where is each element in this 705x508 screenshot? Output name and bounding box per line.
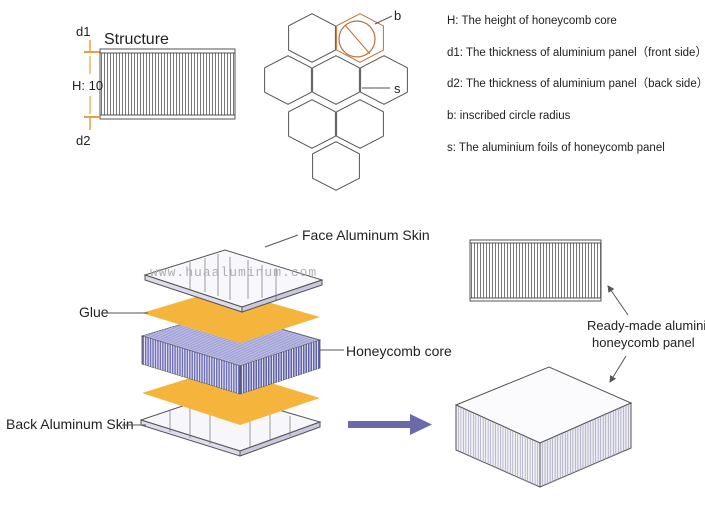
hexagon-cell bbox=[288, 99, 336, 149]
b-label: b bbox=[394, 8, 401, 23]
legend-d2: d2: The thickness of aluminium panel（bac… bbox=[447, 77, 705, 90]
core-top-hatch bbox=[176, 325, 275, 356]
inscribed-circle bbox=[338, 20, 376, 58]
core-top-hatch bbox=[152, 332, 251, 363]
core-top-hatch bbox=[155, 331, 254, 363]
section-back-panel bbox=[469, 297, 602, 302]
d1-label: d1 bbox=[76, 24, 90, 39]
core-front-stripes bbox=[143, 336, 239, 394]
structure-section: d1 Structure H: 10 d2 bbox=[72, 24, 236, 148]
core-top-hatch bbox=[157, 330, 257, 362]
face-skin-grain bbox=[189, 254, 277, 300]
process-arrow bbox=[348, 414, 432, 435]
core-top-hatch bbox=[149, 333, 249, 364]
glue-label: Glue bbox=[79, 304, 109, 320]
legend-s: s: The aluminium foils of honeycomb pane… bbox=[447, 142, 665, 154]
core-cross-section bbox=[101, 53, 234, 115]
hex-annotations: b s bbox=[338, 8, 401, 96]
core-top-hatch bbox=[165, 328, 265, 359]
core-side-stripes bbox=[242, 340, 318, 394]
front-panel bbox=[99, 48, 236, 54]
back-panel bbox=[99, 114, 236, 120]
core-top-hatch bbox=[168, 327, 267, 358]
face-skin-label: Face Aluminum Skin bbox=[302, 227, 430, 243]
section-core bbox=[471, 243, 601, 298]
legend-d1: d1: The thickness of aluminium panel（fro… bbox=[447, 46, 705, 59]
arrow-head bbox=[410, 414, 432, 435]
hexagon-cell bbox=[360, 55, 408, 105]
hexagon-cell bbox=[264, 55, 312, 105]
exploded-view: www.huaaluminum.com Face Aluminum Skin G… bbox=[6, 227, 452, 457]
panel-side-stripes bbox=[542, 404, 629, 487]
hexagon-grid bbox=[264, 13, 408, 191]
core-top-hatch bbox=[147, 334, 246, 365]
result-arrow-down bbox=[609, 355, 627, 383]
hexagon-cell bbox=[312, 141, 360, 191]
hexagon-cell bbox=[288, 13, 336, 63]
watermark: www.huaaluminum.com bbox=[150, 265, 317, 280]
top-glue-layer bbox=[142, 289, 320, 343]
face-skin-edge-right bbox=[241, 279, 323, 313]
hexagon-cell bbox=[336, 99, 384, 149]
legend: H: The height of honeycomb core d1: The … bbox=[447, 15, 705, 154]
legend-h: H: The height of honeycomb core bbox=[447, 15, 617, 27]
back-skin-label: Back Aluminum Skin bbox=[6, 416, 134, 432]
core-top-hatch bbox=[173, 326, 273, 356]
back-glue-layer bbox=[142, 368, 320, 425]
face-skin-leader bbox=[264, 234, 299, 248]
hexagon-cell bbox=[312, 55, 360, 105]
core-top-hatch bbox=[144, 334, 243, 366]
hexagon-cell bbox=[336, 13, 384, 63]
back-skin-edge-right bbox=[239, 421, 321, 457]
core-top-hatch bbox=[160, 330, 259, 361]
core-label: Honeycomb core bbox=[346, 343, 452, 359]
inscribed-radius-line bbox=[344, 24, 371, 55]
s-label: s bbox=[394, 81, 401, 96]
panel-front-stripes bbox=[458, 406, 538, 487]
ready-made-panel: Ready-made aluminium honeycomb panel bbox=[454, 239, 705, 488]
arrow-shaft bbox=[348, 421, 412, 428]
legend-b: b: inscribed circle radius bbox=[447, 110, 571, 122]
h-label: H: 10 bbox=[72, 78, 103, 93]
result-label-line1: Ready-made aluminium bbox=[587, 318, 705, 333]
result-arrow-up bbox=[607, 285, 629, 316]
b-leader bbox=[374, 15, 393, 25]
result-label-line2: honeycomb panel bbox=[592, 335, 695, 350]
d2-label: d2 bbox=[76, 133, 90, 148]
structure-title: Structure bbox=[104, 31, 169, 48]
core-top-hatch bbox=[163, 329, 262, 360]
core-top-hatch bbox=[171, 326, 270, 357]
